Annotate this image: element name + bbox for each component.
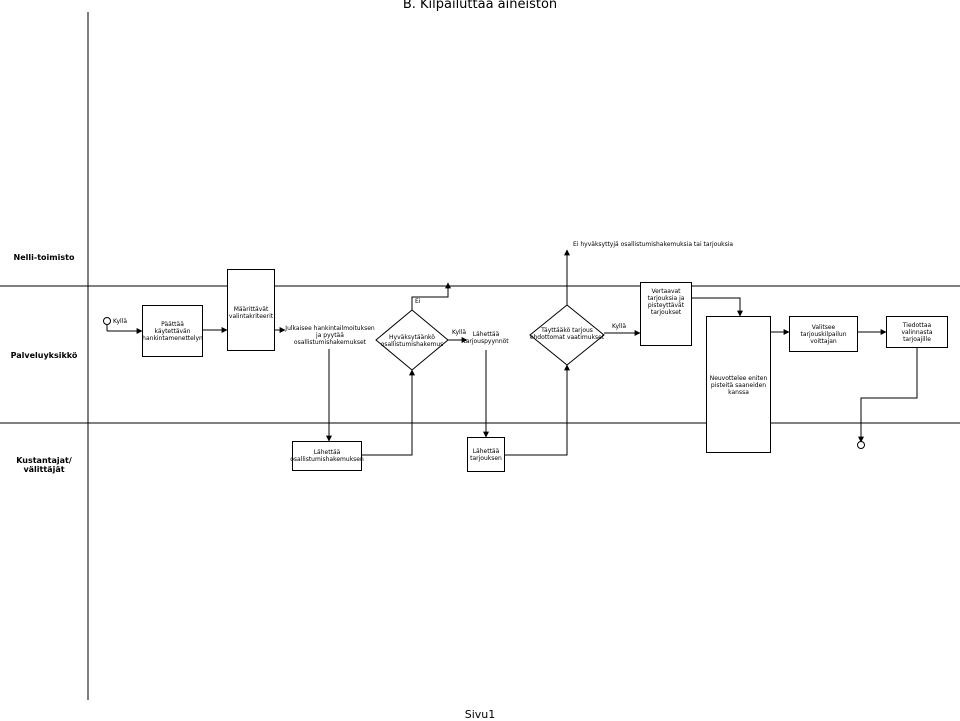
decision-diamond-1 <box>375 309 449 371</box>
lane-label-palveluyksikko: Palveluyksikkö <box>10 351 78 360</box>
process-valitsee: Valitsee tarjouskilpailun voittajan <box>789 316 858 352</box>
end-event-icon <box>857 441 865 449</box>
process-julkaisee: Julkaisee hankintailmoituksen ja pyytää … <box>285 322 375 348</box>
page-footer: Sivu1 <box>464 708 496 721</box>
process-neuvottelee-label: Neuvottelee eniten pisteitä saaneiden ka… <box>709 375 768 396</box>
decision-hyvaksytaanko-label: Hyväksytäänkö osallistumishakemus <box>380 334 444 348</box>
process-tiedottaa-label: Tiedottaa valinnasta tarjoajille <box>901 321 933 343</box>
process-maarittavat: Määrittävät valintakriteerit <box>227 269 275 351</box>
decision-tayttaako: Täyttääkö tarjous ehdottomat vaatimukset <box>528 325 606 343</box>
decision-tayttaako-label: Täyttääkö tarjous ehdottomat vaatimukset <box>529 327 605 341</box>
process-julkaisee-label: Julkaisee hankintailmoituksen ja pyytää … <box>285 324 375 346</box>
process-lahettaa-tarjouspyynnot-label: Lähettää tarjouspyynnöt <box>463 330 509 345</box>
lane-label-nelli: Nelli-toimisto <box>13 253 75 262</box>
edge-label-kylla-decision1: Kyllä <box>452 329 467 336</box>
process-lahettaa-hakemuksen: Lähettää osallistumishakemuksen <box>290 441 364 471</box>
process-lahettaa-tarjouksen: Lähettää tarjouksen <box>467 437 505 472</box>
lane-label-kustantajat: Kustantajat/ välittäjät <box>16 456 72 474</box>
process-paattaa: Päättää käytettävän hankintamenettelyn <box>142 305 203 357</box>
process-vertaavat: Vertaavat tarjouksia ja pisteyttävät tar… <box>640 282 692 346</box>
process-neuvottelee: Neuvottelee eniten pisteitä saaneiden ka… <box>706 316 771 453</box>
document-title: B. Kilpailuttaa aineiston <box>402 0 558 12</box>
process-valitsee-label: Valitsee tarjouskilpailun voittajan <box>800 323 847 345</box>
edge-label-ei-top: Ei hyväksyttyjä osallistumishakemuksia t… <box>573 241 734 248</box>
process-vertaavat-label: Vertaavat tarjouksia ja pisteyttävät tar… <box>647 288 685 316</box>
decision-diamond-2 <box>529 304 605 366</box>
process-lahettaa-hakemuksen-label: Lähettää osallistumishakemuksen <box>290 449 364 463</box>
edge-label-kylla-start: Kyllä <box>113 318 128 325</box>
process-tiedottaa: Tiedottaa valinnasta tarjoajille <box>886 316 948 348</box>
process-lahettaa-tarjouksen-label: Lähettää tarjouksen <box>470 447 502 462</box>
process-paattaa-label: Päättää käytettävän hankintamenettelyn <box>142 320 203 342</box>
decision-hyvaksytaanko: Hyväksytäänkö osallistumishakemus <box>376 332 448 350</box>
process-maarittavat-label: Määrittävät valintakriteerit <box>228 306 274 320</box>
edge-label-ei-decision1: Ei <box>415 298 421 305</box>
process-lahettaa-tarjouspyynnot: Lähettää tarjouspyynnöt <box>463 325 508 350</box>
edge-label-kylla-decision2: Kyllä <box>612 323 627 330</box>
start-event-icon <box>103 317 111 325</box>
